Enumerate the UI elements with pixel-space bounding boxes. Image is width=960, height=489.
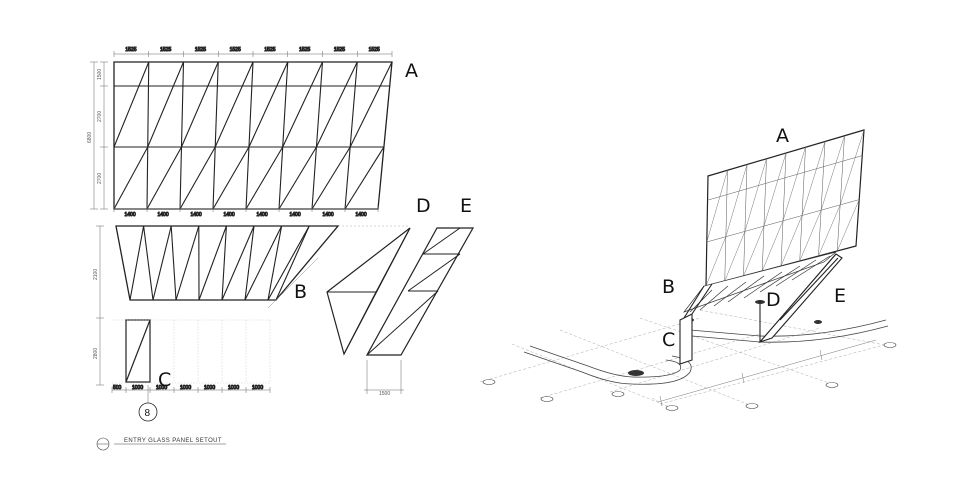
iso-label-e: E — [834, 285, 846, 307]
panel-d — [326, 227, 411, 356]
label-panel-a: A — [405, 60, 418, 82]
panel-c-grid — [112, 319, 271, 384]
iso-label-d: D — [766, 289, 781, 311]
iso-label-b: B — [662, 276, 675, 298]
dim-c-bottom-1: 1000 — [132, 385, 143, 391]
dim-a-bottom-0: 1400 — [125, 212, 136, 218]
iso-canopy — [682, 251, 837, 313]
dim-a-h2: 2700 — [97, 111, 103, 122]
dim-a-h1: 1500 — [97, 69, 103, 80]
label-panel-e: E — [460, 195, 472, 217]
dim-a-bottom-4: 1400 — [257, 212, 268, 218]
elevation-setout: 1525 1525 1525 1525 1525 1525 1525 1525 1400 140… — [90, 47, 475, 451]
dim-c-bottom-3: 1000 — [180, 385, 191, 391]
dim-a-top-0: 1525 — [125, 47, 136, 53]
dim-e-width: 1500 — [379, 391, 390, 397]
dim-a-top-4: 1525 — [264, 47, 275, 53]
dim-a-bottom-2: 1400 — [191, 212, 202, 218]
label-panel-b: B — [294, 281, 307, 303]
iso-dim-lines — [657, 339, 877, 407]
panel-e — [365, 227, 475, 356]
dim-b-height: 2100 — [93, 269, 99, 280]
iso-drain-1 — [628, 370, 644, 376]
panel-a — [113, 61, 393, 210]
dim-a-h3: 2700 — [97, 173, 103, 184]
dim-c-bottom-0: 500 — [113, 385, 122, 391]
panel-c — [125, 319, 151, 383]
dim-a-top-7: 1525 — [369, 47, 380, 53]
dim-c-bottom-5: 1000 — [228, 385, 239, 391]
dim-a-bottom-7: 1400 — [356, 212, 367, 218]
dim-c-bottom-6: 1000 — [252, 385, 263, 391]
iso-label-a: A — [776, 125, 789, 147]
dim-c-bottom-4: 1000 — [204, 385, 215, 391]
dim-c-bottom-2: 1000 — [156, 385, 167, 391]
iso-panel-a — [705, 129, 865, 287]
dim-line-b-slant — [267, 257, 319, 309]
dim-a-top-5: 1525 — [299, 47, 310, 53]
iso-panel-e — [758, 253, 843, 344]
callout-number: 8 — [145, 408, 151, 419]
label-panel-d: D — [416, 195, 431, 217]
dim-line-e — [364, 360, 404, 394]
dim-a-top-1: 1525 — [160, 47, 171, 53]
dim-a-total: 6800 — [87, 132, 93, 143]
dim-a-bottom-6: 1400 — [323, 212, 334, 218]
caption-title: ENTRY GLASS PANEL SETOUT — [124, 438, 222, 444]
label-panel-c: C — [158, 369, 171, 391]
isometric-view — [479, 129, 897, 411]
dim-a-bottom-5: 1400 — [290, 212, 301, 218]
dim-a-top-2: 1525 — [195, 47, 206, 53]
dim-a-bottom-3: 1400 — [224, 212, 235, 218]
iso-drain-4 — [814, 320, 822, 324]
dim-a-bottom-1: 1400 — [158, 212, 169, 218]
iso-grid-markers — [482, 342, 897, 411]
dim-c-height: 2800 — [93, 348, 99, 359]
dim-a-top-3: 1525 — [230, 47, 241, 53]
iso-label-c: C — [662, 329, 675, 351]
dim-a-top-6: 1525 — [334, 47, 345, 53]
iso-panel-bc — [679, 283, 713, 365]
